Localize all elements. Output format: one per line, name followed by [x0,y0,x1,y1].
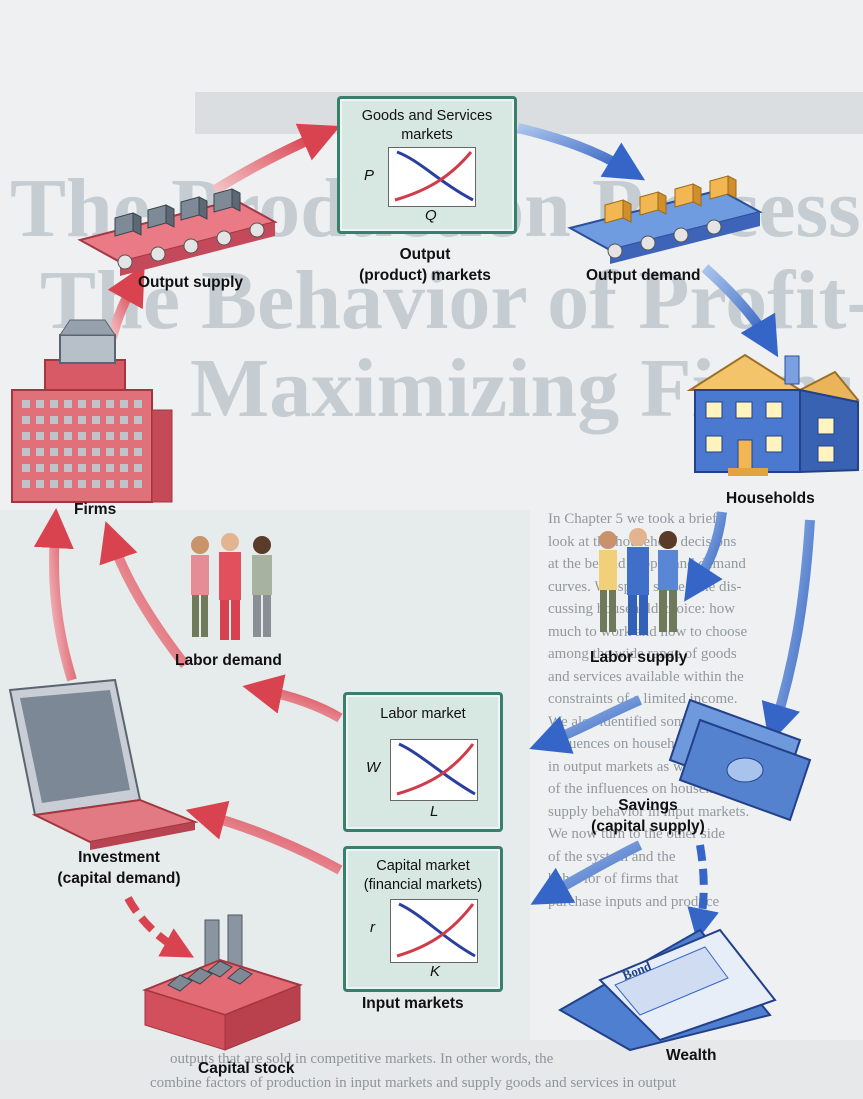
goods-market-title-line-2: markets [401,126,453,143]
laptop-illustration [8,678,199,850]
savings-money-illustration [668,698,812,822]
capital-market-title-line-1: Capital market [376,858,470,874]
body-line: of the influences on household [548,781,733,797]
arrow-output-demand-to-households [701,264,779,358]
demand-curve [398,742,476,796]
arrow-goods-market-to-output-demand [516,123,646,181]
goods-services-market-title: Goods and Services markets [340,107,514,145]
wealth-label: Wealth [666,1047,717,1064]
firms-label: Firms [74,501,117,518]
supply-curve [396,903,475,958]
output-supply-conveyor-illustration [77,188,278,276]
investment-label-line-2: (capital demand) [57,869,181,887]
background-title-line-2: The Behavior of Profit- [40,254,863,347]
output-demand-label: Output demand [586,267,701,284]
arrow-labor-demand-to-firms [99,521,189,669]
capital-stock-label: Capital stock [198,1060,295,1077]
capital-stock-factory-illustration [142,914,303,1051]
arrow-output-supply-to-goods-market [212,123,341,195]
supply-curve [396,743,475,796]
output-demand-conveyor-illustration [567,175,763,264]
capital-market-title-line-2: (financial markets) [363,876,483,893]
output-markets-label: Output (product) markets [340,245,510,287]
arrow-savings-to-wealth [687,844,719,941]
demand-curve [396,150,474,202]
arrow-labor-market-to-labor-demand [242,674,343,723]
labor-market-title: Labor market [380,706,466,722]
supply-curve [394,151,473,202]
savings-label-line-1: Savings [618,797,678,814]
arrow-capital-market-to-investment [185,800,343,875]
background-footer-line-2: combine factors of production in input m… [150,1075,677,1091]
capital-market-box: Capital market (financial markets) r K [343,846,503,992]
savings-label-line-2: (capital supply) [591,817,705,835]
labor-demand-label: Labor demand [175,652,282,669]
body-line: In Chapter 5 we took a brief [548,511,718,527]
investment-label-line-1: Investment [78,849,160,866]
arrow-firms-to-output-supply [107,264,145,340]
arrow-investment-to-firms [33,508,77,682]
firms-building-illustration [11,319,173,503]
arrow-savings-to-capital-market [530,840,643,905]
input-markets-label: Input markets [362,995,464,1012]
labor-demand-workers-illustration [191,533,272,640]
capital-market-y-axis-label: r [370,919,375,936]
house-illustration [686,353,860,476]
labor-supply-label: Labor supply [590,649,688,666]
labor-market-x-axis-label: L [430,803,439,820]
body-line: We now turn to the other side [548,826,726,842]
body-line: supply behavior in input markets. [548,803,750,820]
capital-market-x-axis-label: K [430,963,441,980]
capital-market-title: Capital market (financial markets) [346,857,500,895]
labor-market-box: Labor market W L [343,692,503,832]
wealth-bond-illustration [557,928,777,1052]
investment-label: Investment (capital demand) [44,848,194,890]
background-footer-line-1: outputs that are sold in competitive mar… [170,1051,554,1067]
demand-curve [398,902,476,958]
output-supply-label: Output supply [138,274,244,291]
labor-supply-workers-illustration [599,528,678,635]
savings-label: Savings (capital supply) [578,796,718,838]
households-label: Households [726,490,815,507]
arrow-households-to-labor-supply [684,511,727,602]
goods-services-market-box: Goods and Services markets P Q [337,96,517,234]
output-markets-label-line-1: Output [399,246,451,263]
goods-market-supply-demand-graph [388,147,476,207]
labor-market-supply-demand-graph [390,739,478,801]
body-line: purchase inputs and produce [548,893,720,910]
goods-market-y-axis-label: P [364,167,375,184]
labor-market-y-axis-label: W [366,759,381,776]
body-line: among the wide range of goods [548,646,737,662]
goods-market-title-line-1: Goods and Services [361,108,493,124]
body-line: and services available within the [548,668,744,685]
arrow-labor-supply-to-labor-market [529,695,642,754]
output-markets-label-line-2: (product) markets [359,266,491,284]
capital-market-supply-demand-graph [390,899,478,963]
arrow-investment-to-capital-stock [124,896,195,958]
arrow-households-to-savings [761,519,815,745]
goods-market-x-axis-label: Q [425,207,437,224]
